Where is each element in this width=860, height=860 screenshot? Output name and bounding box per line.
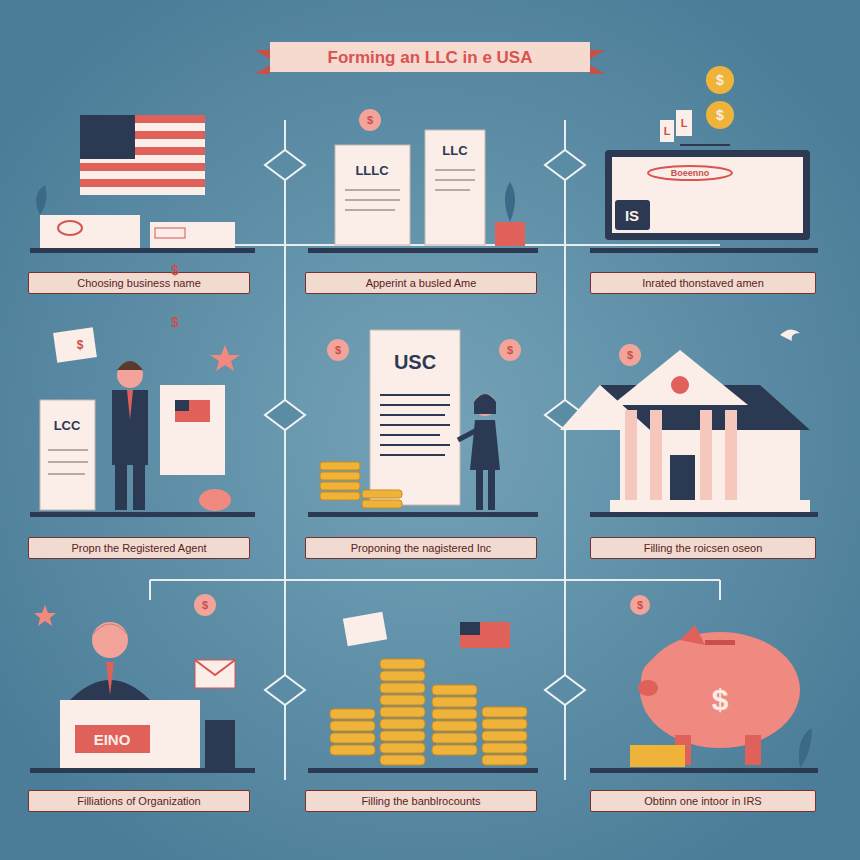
picture-text: $ [627, 350, 633, 361]
step-label-box: Filling the roicsen oseon [590, 537, 816, 559]
step-label: Inrated thonstaved amen [642, 277, 764, 289]
picture-text: $ [637, 600, 643, 611]
picture-text: LLLC [355, 164, 388, 177]
picture-text: $ [202, 600, 208, 611]
step-label: Choosing business name [77, 277, 201, 289]
picture-text: $ [171, 263, 179, 277]
step-label-box: Filling the banblrocounts [305, 790, 537, 812]
picture-text: USC [394, 352, 436, 372]
picture-text: $ [712, 685, 729, 715]
step-label-box: Inrated thonstaved amen [590, 272, 816, 294]
picture-text: $ [171, 315, 179, 329]
step-label-box: Obtinn one intoor in IRS [590, 790, 816, 812]
picture-text: $ [507, 345, 513, 356]
step-label-box: Filliations of Organization [28, 790, 250, 812]
picture-text: L [664, 126, 671, 137]
step-label: Apperint a busled Ame [366, 277, 477, 289]
picture-text: $ [716, 108, 724, 122]
picture-text: Boeenno [671, 169, 710, 178]
title-ribbon-text: Forming an LLC in e USA [328, 49, 533, 66]
picture-text: LCC [54, 419, 81, 432]
step-label-box: Choosing business name [28, 272, 250, 294]
step-label: Obtinn one intoor in IRS [644, 795, 761, 807]
picture-text: $ [77, 339, 84, 351]
picture-text: $ [716, 73, 724, 87]
picture-text: $ [335, 345, 341, 356]
step-label-box: Propn the Registered Agent [28, 537, 250, 559]
step-label: Filling the roicsen oseon [644, 542, 763, 554]
step-label: Propn the Registered Agent [71, 542, 206, 554]
step-label-box: Proponing the nagistered Inc [305, 537, 537, 559]
picture-text: $ [367, 115, 373, 126]
picture-text: IS [625, 208, 639, 223]
step-label: Filling the banblrocounts [361, 795, 480, 807]
picture-text: EINO [94, 732, 131, 747]
picture-text: L [681, 118, 688, 129]
step-label: Filliations of Organization [77, 795, 201, 807]
step-label: Proponing the nagistered Inc [351, 542, 492, 554]
picture-text: LLC [442, 144, 467, 157]
step-label-box: Apperint a busled Ame [305, 272, 537, 294]
